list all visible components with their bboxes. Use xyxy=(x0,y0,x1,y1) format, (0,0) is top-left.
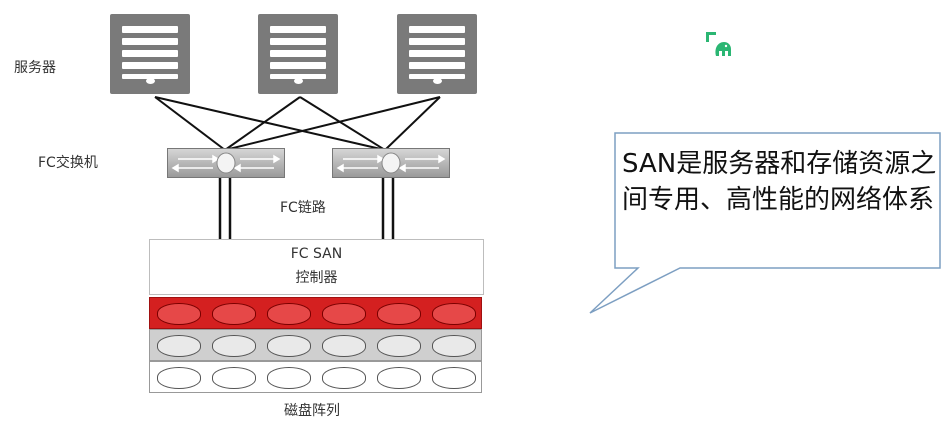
servers-label: 服务器 xyxy=(14,60,56,76)
server-icon xyxy=(397,14,477,94)
callout-bubble xyxy=(589,132,941,314)
server-icon xyxy=(110,14,190,94)
disk-icon xyxy=(212,303,256,325)
disk-icon xyxy=(267,367,311,389)
san-controller-box: FC SAN 控制器 xyxy=(149,239,484,295)
disk-icon xyxy=(432,367,476,389)
disk-icon xyxy=(157,303,201,325)
san-title: FC SAN xyxy=(290,246,343,262)
disk-row-white xyxy=(149,361,482,393)
disk-icon xyxy=(157,367,201,389)
disk-icon xyxy=(267,335,311,357)
disk-icon xyxy=(377,335,421,357)
disk-array-label: 磁盘阵列 xyxy=(284,403,340,419)
disk-icon xyxy=(212,335,256,357)
disk-icon xyxy=(322,303,366,325)
disk-icon xyxy=(157,335,201,357)
disk-icon xyxy=(377,303,421,325)
logo-icon xyxy=(706,32,731,56)
fc-switch-label: FC交换机 xyxy=(38,155,98,171)
fc-switch-icon xyxy=(167,148,285,178)
disk-icon xyxy=(322,367,366,389)
disk-icon xyxy=(432,303,476,325)
server-icon xyxy=(258,14,338,94)
disk-row-red xyxy=(149,297,482,329)
disk-icon xyxy=(322,335,366,357)
disk-icon xyxy=(267,303,311,325)
disk-icon xyxy=(377,367,421,389)
disk-icon xyxy=(212,367,256,389)
san-controller-label: 控制器 xyxy=(295,270,338,286)
callout-text: SAN是服务器和存储资源之间专用、高性能的网络体系 xyxy=(622,149,937,215)
fc-link-label: FC链路 xyxy=(280,200,326,216)
fc-switch-icon xyxy=(332,148,450,178)
disk-icon xyxy=(432,335,476,357)
disk-row-gray xyxy=(149,329,482,361)
